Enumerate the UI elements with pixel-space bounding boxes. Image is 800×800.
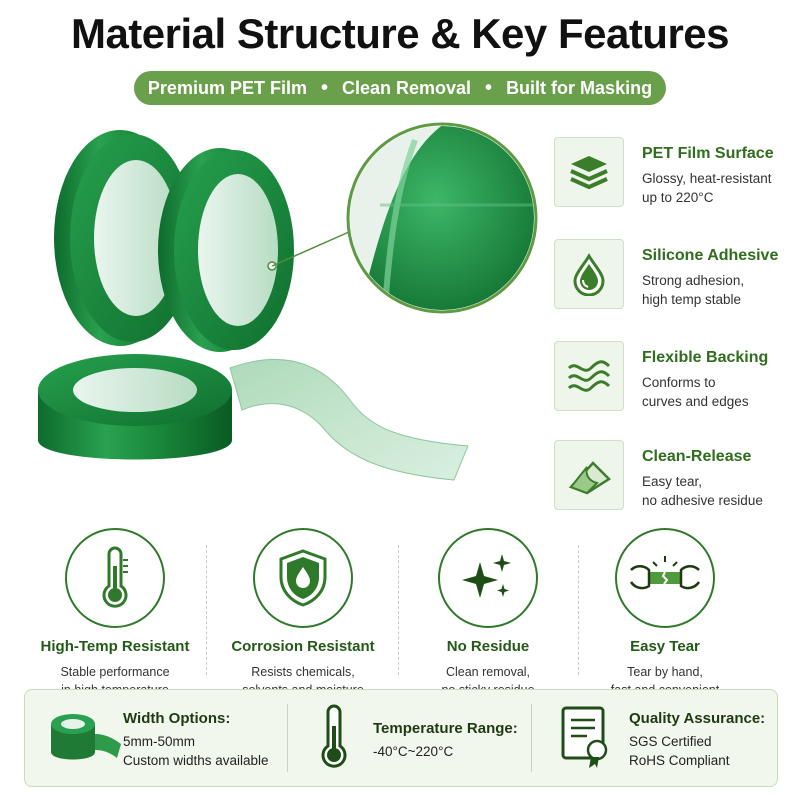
benefit-title: No Residue bbox=[446, 638, 530, 655]
tape-roll-icon bbox=[51, 714, 121, 760]
tape-rolls-illustration bbox=[38, 122, 538, 481]
benefit-easy-tear: Easy Tear Tear by hand, fast and conveni… bbox=[570, 528, 760, 699]
feature-description: Glossy, heat-resistant up to 220°C bbox=[642, 171, 772, 205]
benefit-title: Easy Tear bbox=[630, 638, 700, 655]
feature-title: PET Film Surface bbox=[642, 145, 774, 162]
certification-sgs: SGS Certified bbox=[629, 734, 712, 749]
feature-title: Silicone Adhesive bbox=[642, 247, 779, 264]
tear-hands-icon bbox=[629, 556, 701, 590]
certification-rohs: RoHS Compliant bbox=[629, 753, 730, 768]
layers-icon bbox=[570, 156, 608, 190]
width-custom: Custom widths available bbox=[123, 753, 269, 768]
tagline-item-pet-film: Premium PET Film bbox=[147, 77, 307, 98]
tagline-separator: • bbox=[485, 77, 493, 99]
feature-silicone-adhesive: Silicone Adhesive Strong adhesion, high … bbox=[554, 239, 794, 311]
feature-pet-film-surface: PET Film Surface Glossy, heat-resistant … bbox=[554, 137, 794, 209]
waves-icon bbox=[567, 360, 611, 392]
benefit-corrosion: Corrosion Resistant Resists chemicals, s… bbox=[208, 528, 398, 699]
quality-assurance-title: Quality Assurance: bbox=[629, 710, 766, 727]
tagline-separator: • bbox=[320, 77, 328, 99]
sparkle-icon bbox=[462, 554, 511, 598]
divider bbox=[206, 545, 207, 675]
tagline-banner: Premium PET Film • Clean Removal • Built… bbox=[134, 71, 666, 105]
shield-icon bbox=[279, 549, 327, 607]
width-range: 5mm-50mm bbox=[123, 734, 196, 749]
divider bbox=[287, 704, 288, 772]
feature-clean-release: Clean-Release Easy tear, no adhesive res… bbox=[554, 440, 794, 512]
width-options-title: Width Options: bbox=[123, 710, 231, 727]
feature-flexible-backing: Flexible Backing Conforms to curves and … bbox=[554, 341, 794, 413]
feature-description: Easy tear, no adhesive residue bbox=[642, 474, 763, 508]
droplet-icon bbox=[573, 253, 605, 296]
benefit-title: High-Temp Resistant bbox=[40, 638, 190, 655]
specs-bar: Width Options: 5mm-50mm Custom widths av… bbox=[24, 689, 778, 787]
benefit-no-residue: No Residue Clean removal, no sticky resi… bbox=[393, 528, 583, 699]
temperature-range-title: Temperature Range: bbox=[373, 720, 518, 737]
feature-description: Strong adhesion, high temp stable bbox=[642, 273, 745, 307]
temperature-range-value: -40°C~220°C bbox=[373, 744, 454, 759]
divider bbox=[531, 704, 532, 772]
page-title: Material Structure & Key Features bbox=[70, 10, 730, 57]
tape-strip bbox=[229, 358, 469, 481]
feature-title: Clean-Release bbox=[642, 448, 752, 465]
thermometer-icon bbox=[102, 546, 128, 608]
tagline-item-clean-removal: Clean Removal bbox=[341, 77, 472, 98]
benefit-high-temp: High-Temp Resistant Stable performance i… bbox=[20, 528, 210, 699]
divider bbox=[398, 545, 399, 675]
certificate-icon bbox=[561, 706, 608, 768]
feature-title: Flexible Backing bbox=[642, 349, 769, 366]
benefit-title: Corrosion Resistant bbox=[231, 638, 375, 655]
tape-roll-middle bbox=[158, 148, 294, 352]
surface-zoom-callout bbox=[346, 122, 538, 314]
thermometer-icon bbox=[321, 704, 347, 768]
peel-icon bbox=[568, 461, 611, 495]
tape-roll-front bbox=[38, 354, 232, 460]
tagline-item-masking: Built for Masking bbox=[506, 77, 653, 98]
divider bbox=[578, 545, 579, 675]
feature-description: Conforms to curves and edges bbox=[642, 375, 749, 409]
